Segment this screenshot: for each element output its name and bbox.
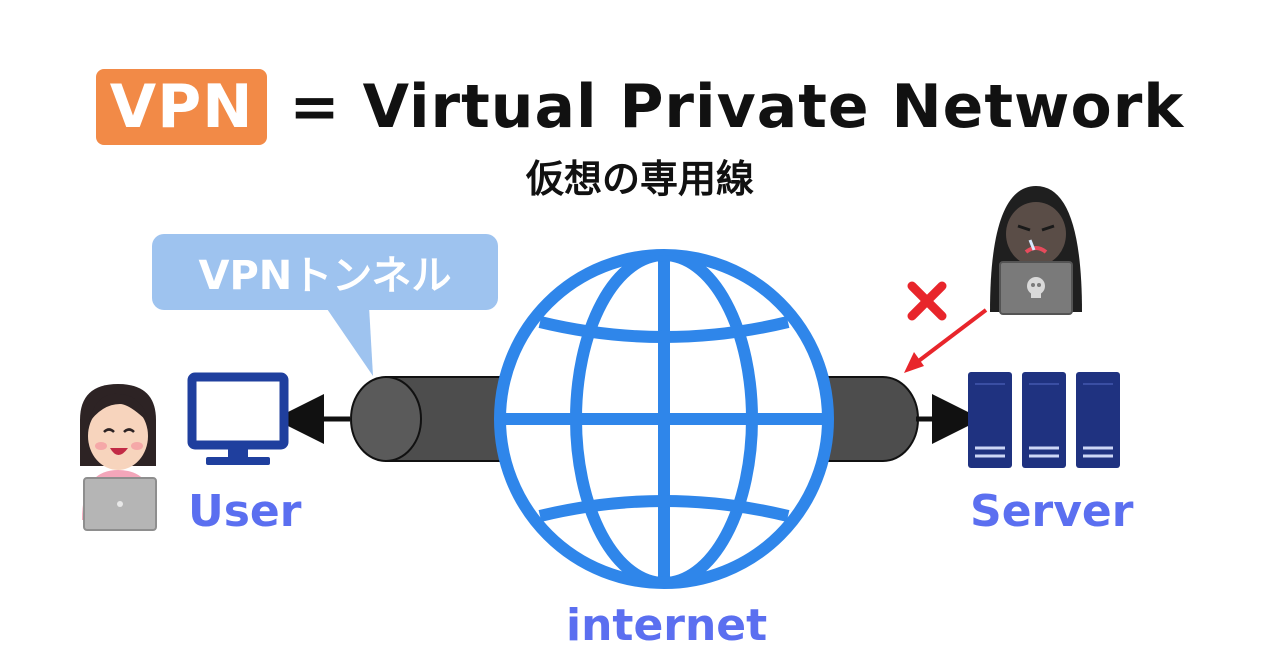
globe-icon xyxy=(494,249,834,589)
server-icon xyxy=(968,372,1120,468)
bubble-tail xyxy=(325,306,373,376)
vpn-badge: VPN xyxy=(95,69,268,145)
title-row: VPN = Virtual Private Network xyxy=(0,62,1280,152)
server-label: Server xyxy=(970,486,1134,537)
hacker-icon xyxy=(990,186,1082,315)
blocked-x-icon xyxy=(907,281,947,321)
monitor-icon xyxy=(187,372,289,465)
user-woman-icon xyxy=(80,384,157,531)
user-label: User xyxy=(188,486,302,537)
vpn-tunnel-bubble: VPNトンネル xyxy=(152,234,498,310)
internet-label: internet xyxy=(566,600,768,651)
title-text: = Virtual Private Network xyxy=(289,72,1185,142)
subtitle: 仮想の専用線 xyxy=(525,157,754,201)
attack-arrow xyxy=(904,308,988,373)
tunnel-right xyxy=(821,376,919,462)
